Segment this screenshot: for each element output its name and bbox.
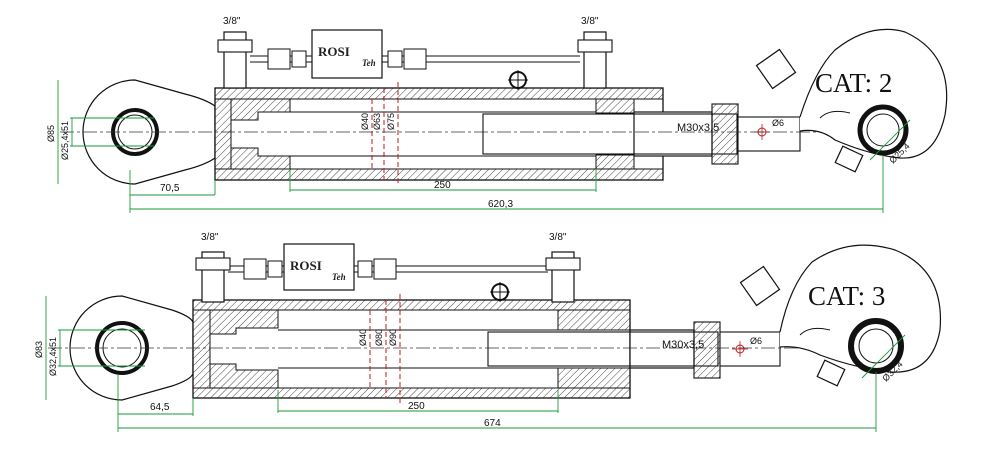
hook-bottom [739,244,942,387]
thread-label: M30x3,5 [677,122,719,134]
eye-bore-dim: Ø25,4x51 [60,121,70,160]
bore-dia-dim: Ø80 [374,329,384,346]
fitting-left-label: 3/8" [201,232,219,243]
barrel-bottom [192,282,781,404]
hose-bottom [195,243,581,303]
brand-logo: ROSI [290,258,322,273]
bore-dia-dim: Ø63 [372,113,382,130]
eye-end-bottom [58,295,194,401]
eye-offset-dim: 70,5 [160,183,180,194]
eye-height-dim: Ø85 [46,125,56,142]
rod-dia-dim: Ø40 [360,113,370,130]
brand-sub: Teh [362,58,376,68]
fitting-right-label: 3/8" [549,232,567,243]
total-length-dim: 674 [484,418,501,429]
category-label: CAT: 2 [815,68,892,98]
pin-hole-label: Ø6 [750,336,762,346]
brand-sub: Teh [332,272,346,282]
stroke-dim: 250 [408,401,425,412]
cylinder-cat3: ROSI Teh 3/8" 3/8" Ø83 Ø32,4x51 Ø40 Ø80 … [34,232,942,432]
rod-dia-dim: Ø40 [358,329,368,346]
brand-logo: ROSI [318,44,350,59]
hook-top [755,28,948,173]
cylinder-cat2: ROSI Teh 3/8" 3/8" Ø85 Ø25,4x51 Ø40 Ø63 … [46,16,948,213]
fitting-left-label: 3/8" [223,16,241,27]
hose-top [217,29,613,89]
tube-dia-dim: Ø90 [388,329,398,346]
eye-offset-dim: 64,5 [150,402,170,413]
category-label: CAT: 3 [808,281,885,311]
stroke-dim: 250 [434,180,451,191]
total-length-dim: 620,3 [488,199,513,210]
eye-bore-dim: Ø32,4x51 [48,337,58,376]
thread-label: M30x3,5 [662,339,704,351]
fitting-right-label: 3/8" [581,16,599,27]
pin-hole-label: Ø6 [772,118,784,128]
barrel-top [214,70,801,186]
eye-height-dim: Ø83 [34,341,44,358]
tube-dia-dim: Ø75 [386,113,396,130]
